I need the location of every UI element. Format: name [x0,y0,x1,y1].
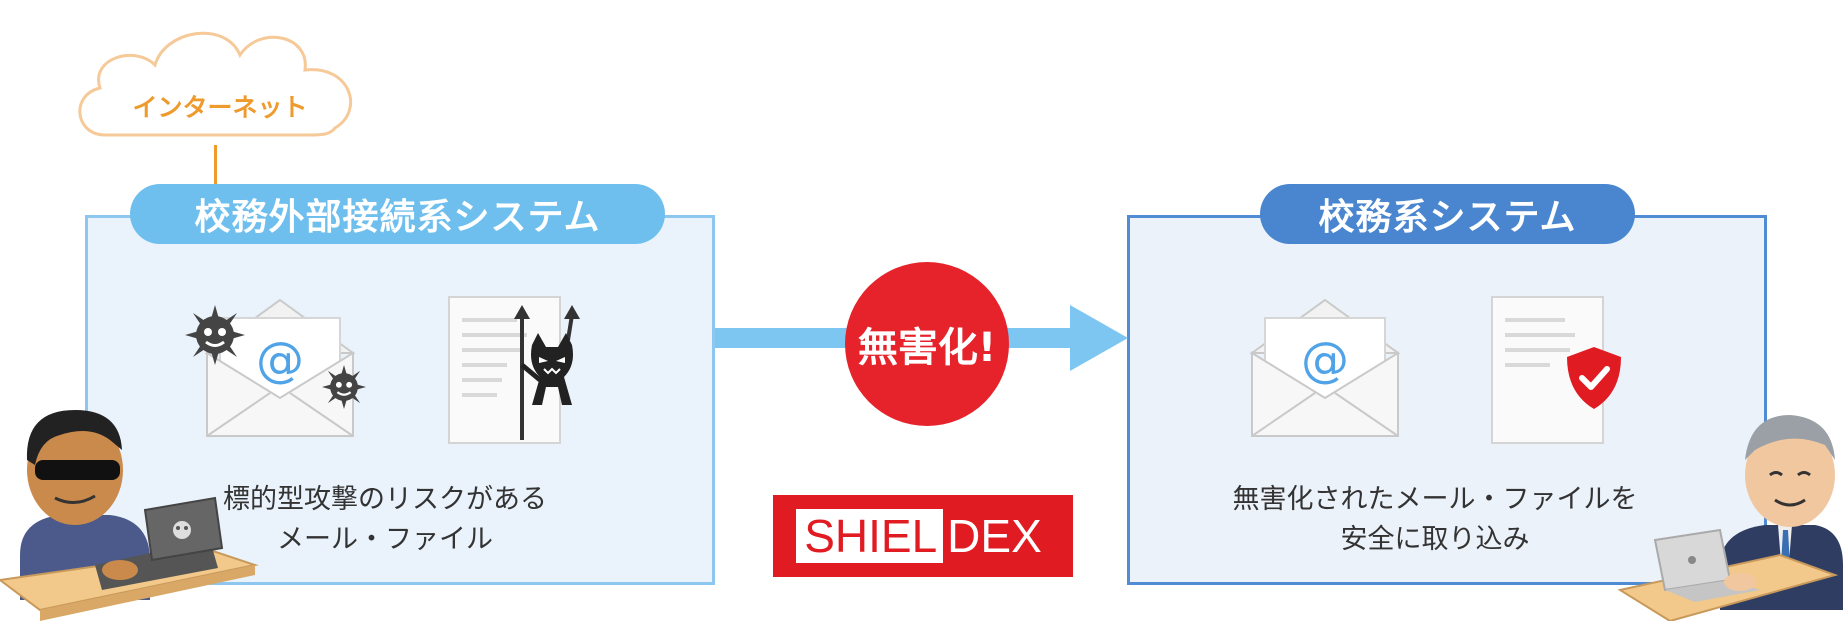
right-system-title: 校務系システム [1260,184,1635,244]
left-caption-line-1: 標的型攻撃のリスクがある [223,484,547,515]
right-system-panel [1127,215,1767,585]
left-caption: 標的型攻撃のリスクがある メール・ファイル [145,480,625,560]
virus-icon [185,305,245,365]
svg-text:@: @ [1301,332,1349,388]
left-caption-line-2: メール・ファイル [277,524,493,555]
detox-badge: 無害化! [845,262,1009,426]
office-worker-icon [1617,415,1843,621]
hacker-icon [0,410,259,621]
devil-icon [514,305,580,440]
cloud-label: インターネット [132,93,308,122]
right-caption-line-1: 無害化されたメール・ファイルを [1232,484,1638,515]
arrow-right-icon [1070,305,1128,371]
left-system-title: 校務外部接続系システム [130,184,665,244]
logo-part-2: DEX [947,510,1042,562]
right-caption-line-2: 安全に取り込み [1340,524,1530,555]
mail-at-icon: @ [1250,298,1400,437]
mail-at-icon: @ [205,298,355,437]
virus-icon [322,365,366,409]
cloud-connector-line [214,145,217,187]
right-caption: 無害化されたメール・ファイルを 安全に取り込み [1190,480,1680,560]
svg-text:@: @ [256,332,304,388]
cloud-icon [78,31,353,137]
shield-check-icon [1567,347,1621,409]
logo-part-1: SHIEL [796,509,944,563]
shieldex-logo: SHIEL DEX [773,495,1073,577]
